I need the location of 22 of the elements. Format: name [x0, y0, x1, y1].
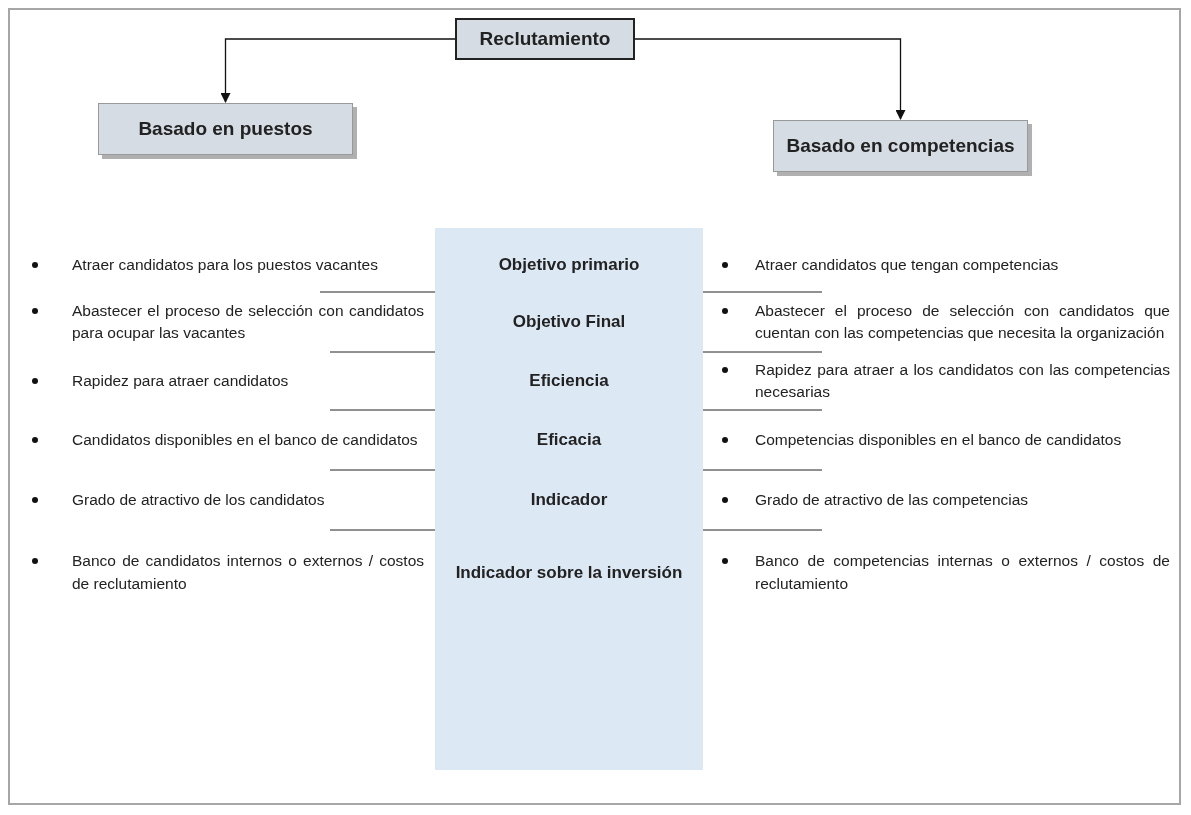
bullet-text: Rapidez para atraer a los candidatos con las competencias necesarias — [755, 359, 1170, 402]
criteria-band — [435, 228, 703, 770]
bullet-text: Candidatos disponibles en el banco de candidatos — [72, 429, 419, 450]
arrow — [220, 38, 456, 103]
arrow — [634, 38, 906, 120]
criterion-label: Eficacia — [536, 429, 602, 452]
bullet-text: Rapidez para atraer candidatos — [72, 370, 290, 391]
criterion-label: Indicador sobre la inversión — [455, 561, 683, 584]
criterion-label: Indicador — [530, 489, 608, 512]
criterion-label: Objetivo primario — [498, 254, 640, 277]
bullet-text: Abastecer el proceso de selección con candidatos que cuentan con las competencias que necesita la organización — [755, 300, 1170, 343]
bullet-text: Competencias disponibles en el banco de candidatos — [755, 429, 1123, 450]
bullet-text: Banco de competencias internas o externos / costos de reclutamiento — [755, 551, 1170, 594]
criterion-label: Eficiencia — [529, 370, 609, 393]
bullet-text: Banco de candidatos internos o externos / costos de reclutamiento — [72, 551, 424, 594]
bullet-text: Grado de atractivo de las competencias — [755, 489, 1030, 510]
criterion-label: Objetivo Final — [512, 311, 626, 334]
bullet-text: Abastecer el proceso de selección con candidatos para ocupar las vacantes — [72, 300, 424, 343]
bullet-text: Grado de atractivo de los candidatos — [72, 489, 326, 510]
bullet-text: Atraer candidatos para los puestos vacantes — [72, 254, 379, 275]
root-box: Reclutamiento — [455, 18, 635, 60]
bullet-text: Atraer candidatos que tengan competencias — [755, 254, 1060, 275]
